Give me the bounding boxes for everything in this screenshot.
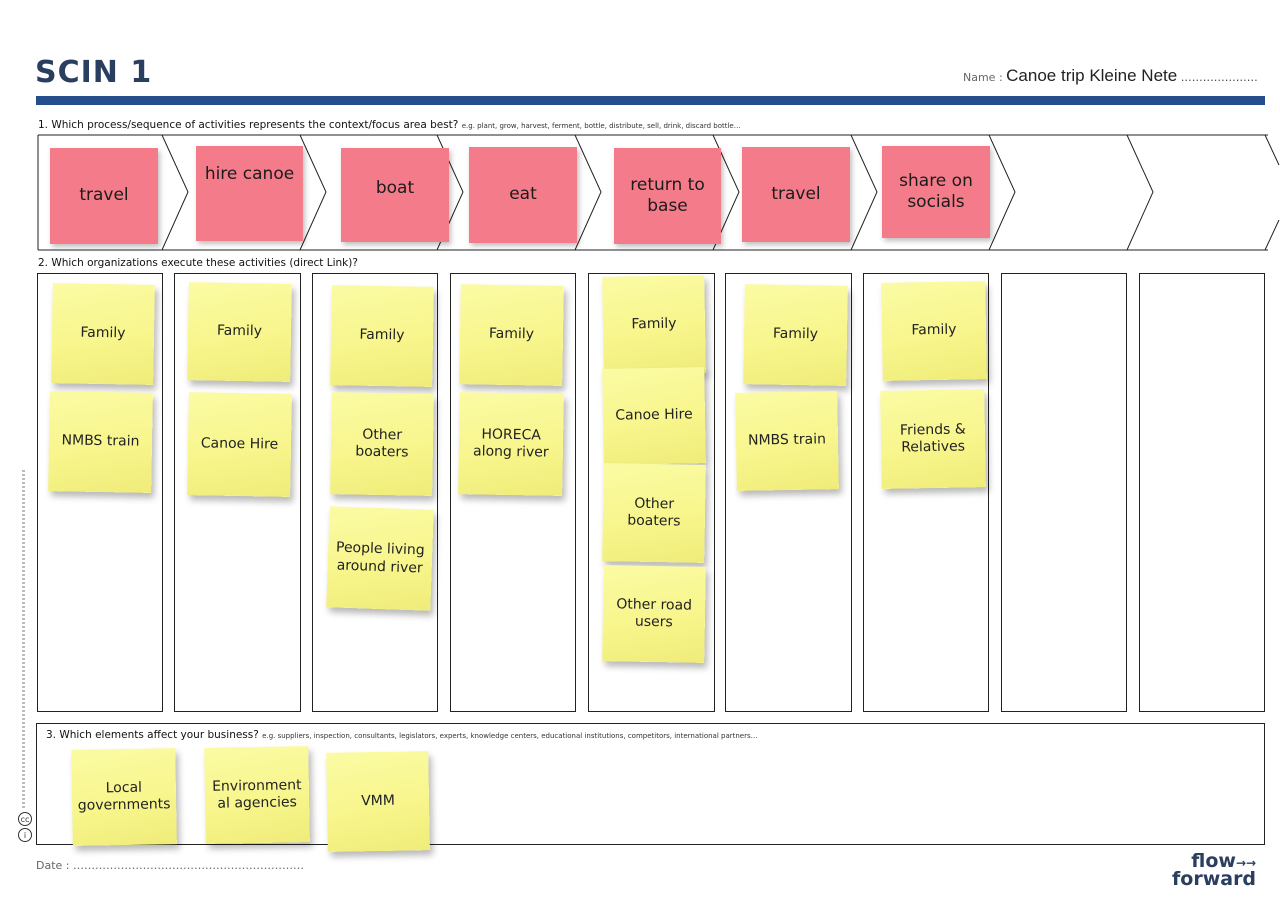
organization-note[interactable]: Friends & Relatives [880, 389, 986, 489]
chevron-divider [1126, 134, 1154, 251]
page-title: SCIN 1 [35, 55, 153, 90]
name-dots: ………………… [1180, 71, 1258, 84]
organization-label: Canoe Hire [200, 435, 279, 453]
logo-line-1: flow→→ [1191, 850, 1257, 872]
organization-note[interactable]: NMBS train [735, 391, 839, 491]
question-1-example: e.g. plant, grow, harvest, ferment, bott… [461, 122, 741, 130]
logo-line-2: forward [1172, 868, 1257, 890]
element-label: VMM [360, 792, 395, 810]
activity-label: boat [375, 178, 415, 198]
activity-note-share-on-socials[interactable]: share on socials [882, 146, 990, 238]
activity-label: travel [771, 183, 821, 204]
organization-label: Friends & Relatives [899, 420, 966, 456]
organization-label: Other road users [616, 595, 693, 631]
organization-label: Canoe Hire [615, 406, 693, 424]
organization-note[interactable]: Canoe Hire [602, 367, 706, 465]
organization-note[interactable]: Family [459, 284, 564, 386]
activity-label: share on socials [899, 170, 973, 212]
header-rule [36, 96, 1265, 105]
chevron-divider [988, 134, 1016, 251]
activity-label: return to base [630, 174, 705, 216]
organization-label: Other boaters [627, 495, 681, 530]
question-2: 2. Which organizations execute these act… [38, 257, 358, 269]
question-3-example: e.g. suppliers, inspection, consultants,… [262, 732, 758, 740]
organization-label: Family [80, 324, 126, 342]
organization-label: Family [631, 315, 677, 333]
element-label: Environment al agencies [211, 776, 302, 812]
business-elements-box [36, 723, 1265, 845]
chevron-divider [299, 134, 327, 251]
organization-label: Family [772, 325, 819, 343]
element-note[interactable]: VMM [326, 751, 430, 852]
organization-label: Family [488, 325, 535, 343]
process-chevron-band [37, 134, 1280, 251]
organization-note[interactable]: Family [602, 275, 706, 375]
organization-note[interactable]: Other boaters [602, 463, 706, 563]
activity-note-travel[interactable]: travel [50, 148, 158, 244]
element-note[interactable]: Environment al agencies [204, 746, 310, 844]
chevron-divider [1264, 134, 1280, 166]
creative-commons-icon: cc [18, 812, 32, 826]
chevron-divider [1264, 219, 1280, 251]
activity-note-eat[interactable]: eat [469, 147, 577, 243]
activity-note-hire-canoe[interactable]: hire canoe [196, 146, 303, 241]
question-1-text: 1. Which process/sequence of activities … [38, 119, 459, 131]
organization-label: Other boaters [355, 426, 409, 461]
organization-label: People living around river [335, 539, 425, 576]
element-note[interactable]: Local governments [71, 748, 177, 846]
organization-label: Family [216, 322, 263, 340]
date-dots: ……………………………………………………… [73, 859, 304, 872]
organization-note[interactable]: Canoe Hire [187, 392, 292, 497]
license-text-lines [22, 470, 25, 810]
activity-label: eat [509, 184, 537, 205]
organization-note[interactable]: Other road users [602, 565, 706, 663]
name-label: Name : [963, 71, 1003, 84]
organization-label: NMBS train [61, 432, 140, 450]
organization-column-9 [1139, 273, 1265, 712]
chevron-divider [850, 134, 878, 251]
organization-label: NMBS train [747, 431, 827, 449]
attribution-icon: i [18, 828, 32, 842]
organization-note[interactable]: People living around river [326, 506, 434, 611]
organization-note[interactable]: NMBS train [48, 391, 153, 493]
name-field[interactable]: Name : Canoe trip Kleine Nete ………………… [963, 66, 1258, 86]
activity-label: hire canoe [204, 164, 295, 184]
organization-note[interactable]: Family [881, 281, 987, 381]
organization-note[interactable]: Family [743, 284, 848, 386]
name-value[interactable]: Canoe trip Kleine Nete [1006, 66, 1178, 85]
activity-note-return-to-base[interactable]: return to base [614, 148, 721, 244]
organization-note[interactable]: Other boaters [330, 392, 434, 496]
chevron-divider [161, 134, 189, 251]
chevron-divider [574, 134, 602, 251]
organization-label: Family [359, 326, 405, 344]
date-field[interactable]: Date : ……………………………………………………… [36, 859, 304, 872]
flow-forward-logo: flow→→ forward [1172, 850, 1257, 890]
organization-note[interactable]: Family [187, 282, 292, 382]
activity-label: travel [79, 185, 129, 206]
chevron-divider [712, 134, 740, 251]
license-strip [6, 470, 40, 850]
organization-note[interactable]: Family [51, 283, 155, 385]
activity-note-boat[interactable]: boat [341, 148, 449, 242]
organization-column-8 [1001, 273, 1127, 712]
organization-label: Family [911, 321, 957, 339]
organization-label: HORECA along river [472, 425, 549, 461]
organization-note[interactable]: Family [330, 285, 434, 387]
organization-note[interactable]: HORECA along river [458, 392, 564, 496]
activity-note-travel-2[interactable]: travel [742, 147, 850, 242]
flow-arrows-icon: →→ [1235, 856, 1257, 870]
question-3: 3. Which elements affect your business? … [46, 729, 758, 741]
question-3-text: 3. Which elements affect your business? [46, 729, 259, 741]
question-1: 1. Which process/sequence of activities … [38, 119, 741, 131]
date-label: Date : [36, 859, 70, 872]
element-label: Local governments [77, 779, 171, 814]
